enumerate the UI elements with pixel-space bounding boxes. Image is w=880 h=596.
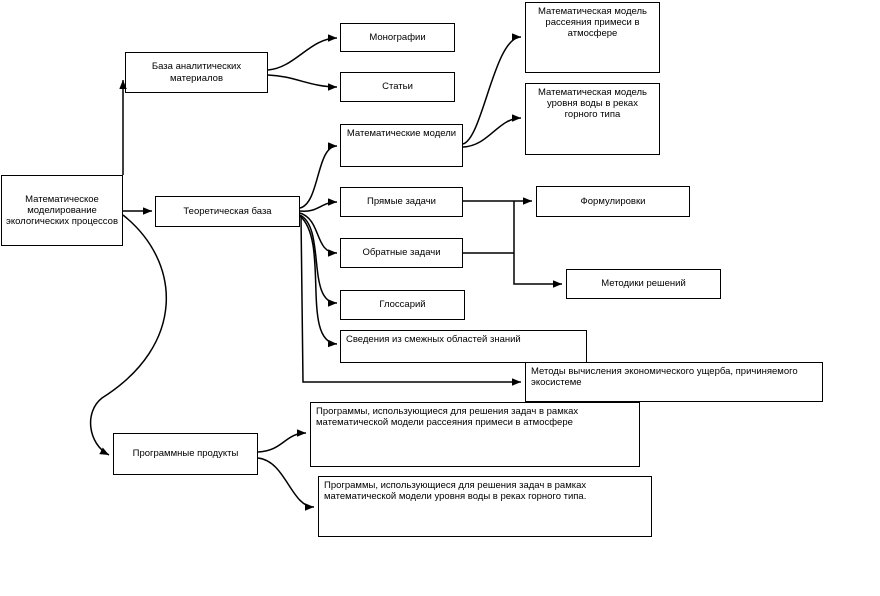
node-label-software-products: Программные продукты (132, 448, 239, 460)
node-software-atmosphere: Программы, использующиеся для решения за… (310, 402, 640, 467)
node-label-damage-methods: Методы вычисления экономического ущерба,… (531, 366, 798, 389)
node-monographs: Монографии (340, 23, 455, 52)
node-software-river: Программы, использующиеся для решения за… (318, 476, 652, 537)
connector-software-to-prog-atmosphere (257, 429, 307, 453)
node-theoretical-base: Теоретическая база (155, 196, 300, 227)
node-label-direct-tasks: Прямые задачи (367, 196, 436, 208)
node-direct-tasks: Прямые задачи (340, 187, 463, 217)
node-glossary: Глоссарий (340, 290, 465, 320)
connector-analytical-base-to-monographs (267, 34, 338, 71)
node-label-software-atmosphere: Программы, использующиеся для решения за… (316, 406, 579, 429)
node-model-river: Математическая модель уровня воды в река… (525, 83, 660, 155)
node-label-monographs: Монографии (369, 31, 426, 43)
node-model-atmosphere: Математическая модель рассеяния примеси … (525, 2, 660, 73)
connector-models-to-model-river (462, 114, 522, 148)
node-software-products: Программные продукты (113, 433, 258, 475)
node-label-model-atmosphere: Математическая модель рассеяния примеси … (538, 6, 647, 40)
node-damage-methods: Методы вычисления экономического ущерба,… (525, 362, 823, 402)
node-label-model-river: Математическая модель уровня воды в река… (538, 87, 647, 121)
connector-theory-to-related-knowledge (299, 215, 338, 348)
node-label-software-river: Программы, использующиеся для решения за… (324, 480, 587, 503)
node-label-analytical-base: База аналитических материалов (151, 61, 242, 84)
node-label-theoretical-base: Теоретическая база (183, 205, 272, 217)
node-main: Математическое моделирование экологическ… (1, 175, 123, 246)
node-math-models: Математические модели (340, 124, 463, 167)
node-label-glossary: Глоссарий (379, 299, 426, 311)
node-articles: Статьи (340, 72, 455, 102)
connector-analytical-base-to-articles (267, 74, 338, 91)
node-analytical-base: База аналитических материалов (125, 52, 268, 93)
node-label-main: Математическое моделирование экологическ… (6, 193, 118, 228)
connector-software-to-prog-river (257, 457, 315, 511)
node-label-related-knowledge: Сведения из смежных областей знаний (346, 334, 521, 345)
connector-main-to-software-products (89, 214, 168, 456)
node-related-knowledge: Сведения из смежных областей знаний (340, 330, 587, 363)
node-label-inverse-tasks: Обратные задачи (362, 247, 441, 259)
node-label-articles: Статьи (382, 81, 413, 93)
node-label-solution-methods: Методики решений (601, 278, 686, 290)
node-label-formulations: Формулировки (580, 195, 646, 207)
connector-theory-to-inverse-tasks (299, 212, 338, 257)
node-formulations: Формулировки (536, 186, 690, 217)
connector-models-to-model-atmosphere (462, 33, 522, 145)
node-solution-methods: Методики решений (566, 269, 721, 299)
connector-theory-to-glossary (299, 214, 338, 307)
node-inverse-tasks: Обратные задачи (340, 238, 463, 268)
connector-theory-to-direct-tasks (299, 198, 338, 212)
node-label-math-models: Математические модели (346, 128, 457, 139)
connector-theory-to-math-models (299, 142, 338, 209)
